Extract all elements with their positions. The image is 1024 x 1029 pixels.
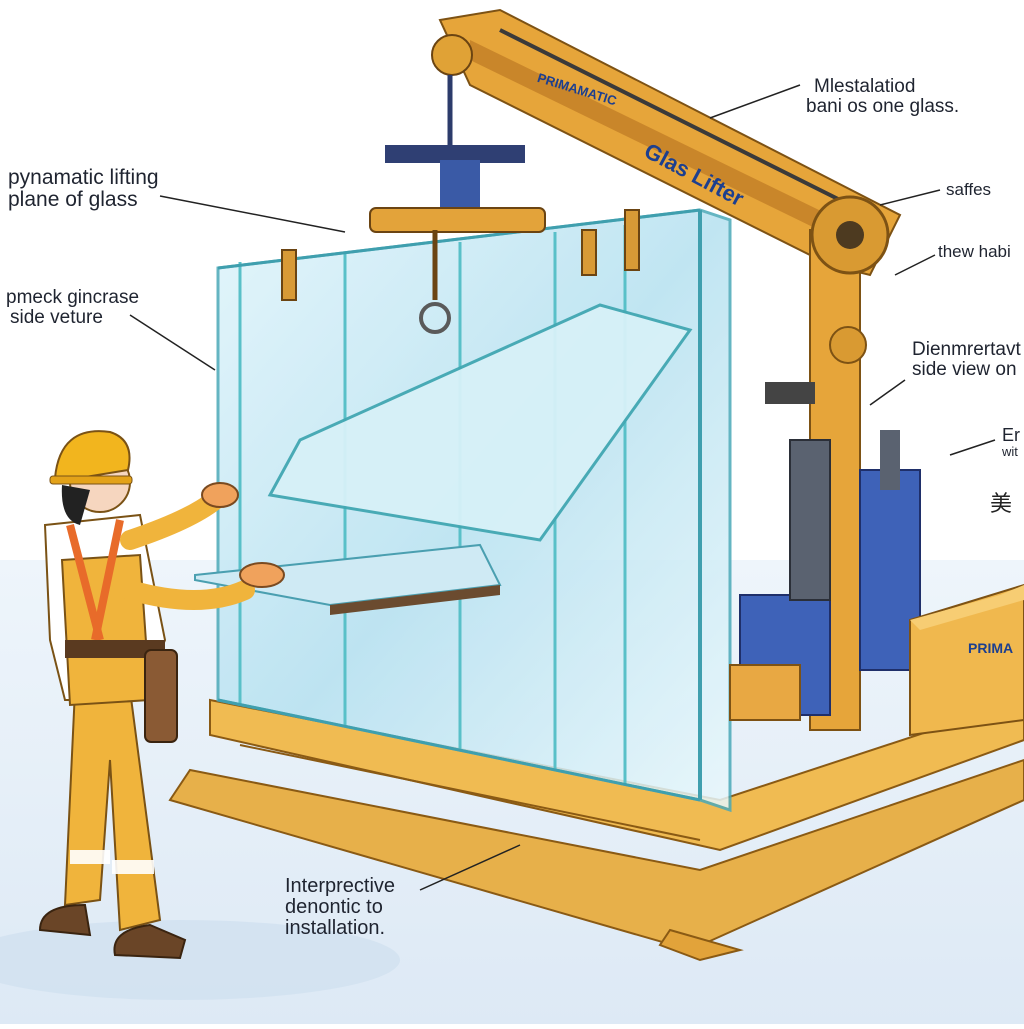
worker-figure xyxy=(38,430,285,960)
label-installation: Mlestalatiod bani os one glass. xyxy=(806,77,959,117)
label-interp-line-3: installation. xyxy=(285,917,386,939)
label-side-line-2: side veture xyxy=(10,306,103,328)
label-dim-line-2: side view on xyxy=(912,358,1017,380)
brand-box-text: PRIMA xyxy=(968,640,1014,656)
crane-arm xyxy=(438,8,902,277)
glass-pane-edge xyxy=(330,585,500,615)
label-install-line-1: Mlestalatiod xyxy=(814,76,916,97)
label-interp-line-2: denontic to xyxy=(285,896,383,918)
label-hab: thew habi xyxy=(938,243,1011,261)
control-box xyxy=(909,583,1024,737)
floor-shadow xyxy=(0,920,400,1000)
label-side-veture: pmeck gincrase side veture xyxy=(6,288,139,328)
label-e-line-1: Er xyxy=(1002,425,1020,445)
label-side-line-1: pmeck gincrase xyxy=(6,287,140,308)
glyph-label: 美 xyxy=(990,491,1013,516)
label-e-line-2: wit xyxy=(1002,443,1018,459)
label-pynamatic-lifting: pynamatic lifting plane of glass xyxy=(8,166,159,212)
hoist-assembly xyxy=(369,34,546,334)
top-clamps xyxy=(281,209,640,301)
label-dimension-side-view: Dienmrertavt side view on xyxy=(912,340,1021,380)
label-lifting-line-1: pynamatic lifting xyxy=(8,166,159,189)
glass-pane-lifted xyxy=(267,303,693,542)
label-safety: saffes xyxy=(946,181,991,199)
label-safety-text: saffes xyxy=(946,180,992,199)
leader-lines xyxy=(129,84,996,891)
label-lifting-line-2: plane of glass xyxy=(8,188,138,212)
label-dim-line-1: Dienmrertavt xyxy=(912,339,1021,360)
label-hab-text: thew habi xyxy=(938,242,1011,261)
label-interpretive-installation: Interprective denontic to installation. xyxy=(285,876,395,939)
label-install-line-2: bani os one glass. xyxy=(806,95,960,117)
label-interp-line-1: Interprective xyxy=(285,875,396,897)
hydraulic-machinery xyxy=(729,382,921,721)
label-er: Er wit xyxy=(1002,426,1020,459)
